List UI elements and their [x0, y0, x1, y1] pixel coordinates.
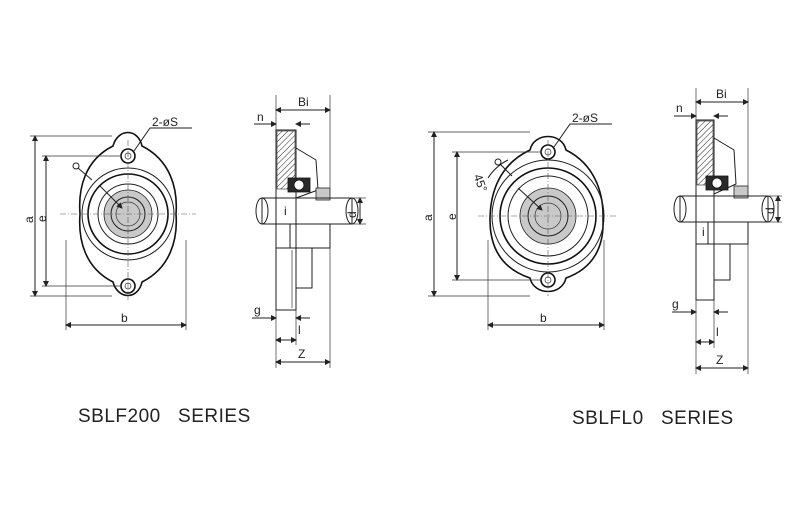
right-series-title: SBLFL0 SERIES: [572, 408, 734, 429]
right-dim-n: n: [676, 101, 683, 115]
right-dim-e: e: [445, 213, 459, 220]
right-dim-g: g: [672, 297, 679, 311]
right-dim-Z: Z: [716, 353, 723, 367]
left-dim-d: d: [345, 211, 359, 218]
left-dim-b: b: [121, 311, 128, 325]
left-dim-a: a: [22, 216, 36, 223]
left-side-view: i Bi n d g l Z: [252, 95, 366, 368]
left-dim-g: g: [254, 303, 261, 317]
right-dim-Bi: Bi: [716, 87, 727, 101]
left-series-title: SBLF200 SERIES: [78, 406, 251, 427]
right-front-view: 45° 2-øS a e b: [421, 111, 618, 330]
left-dim-Z: Z: [298, 347, 305, 361]
right-hole-callout: 2-øS: [572, 111, 598, 125]
left-dim-e: e: [35, 215, 49, 222]
right-flange-outline: [489, 135, 604, 293]
right-dim-i: i: [702, 225, 705, 239]
right-side-view: i Bi n d g l Z: [672, 87, 782, 374]
left-front-view: 2-øS a e b: [22, 115, 196, 330]
right-dim-l: l: [716, 325, 719, 339]
right-dim-a: a: [421, 214, 435, 221]
left-dim-i: i: [284, 204, 287, 218]
right-angle-label: 45°: [471, 172, 490, 194]
left-dim-l: l: [298, 323, 301, 337]
left-dim-Bi: Bi: [298, 95, 309, 109]
left-dim-n: n: [257, 110, 264, 124]
right-dim-b: b: [540, 311, 547, 325]
right-dim-d: d: [763, 207, 777, 214]
left-hole-callout: 2-øS: [152, 115, 178, 129]
